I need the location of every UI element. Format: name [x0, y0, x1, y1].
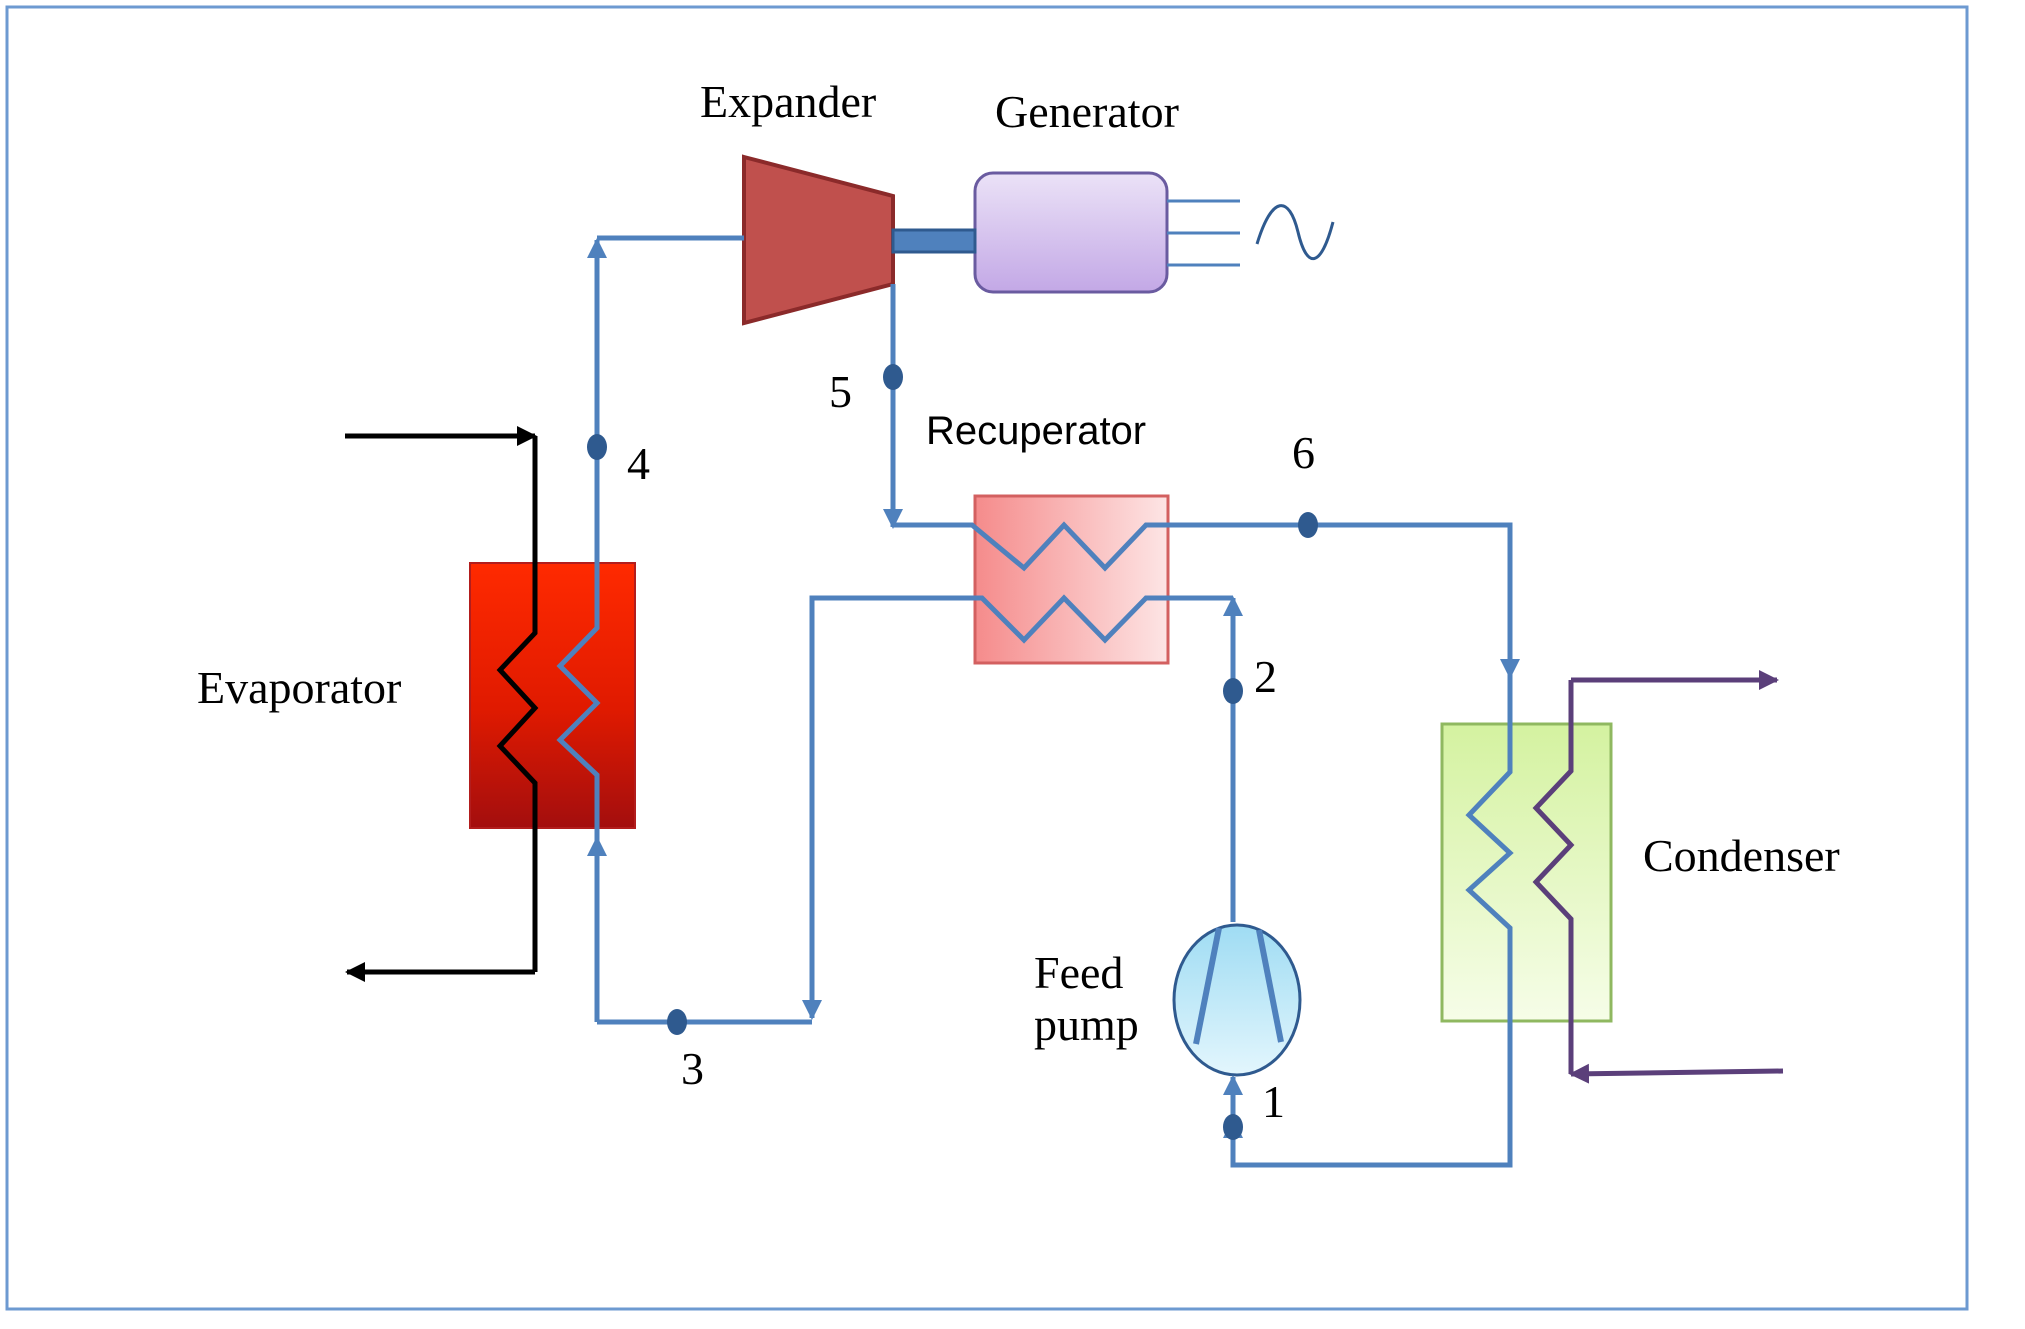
ac-output-icon — [1255, 204, 1335, 261]
hot-source-coil — [496, 436, 539, 972]
state-point-label-6: 6 — [1292, 427, 1315, 478]
pipe-6-to-condenser — [1168, 522, 1520, 679]
state-point-label-4: 4 — [627, 438, 650, 489]
coolant-coil — [1532, 680, 1575, 1074]
generator-block — [973, 171, 1169, 294]
state-point-marker-1 — [1223, 1114, 1243, 1140]
evaporator-block — [469, 562, 636, 829]
evaporator-working-coil — [556, 238, 607, 838]
state-point-marker-3 — [667, 1009, 687, 1035]
state-point-marker-6 — [1298, 512, 1318, 538]
diagram-frame — [5, 5, 1969, 1311]
label-generator: Generator — [995, 86, 1179, 137]
state-point-marker-2 — [1223, 678, 1243, 704]
condenser-working-coil — [1223, 677, 1514, 1168]
label-recuperator: Recuperator — [926, 409, 1146, 453]
state-point-marker-4 — [587, 434, 607, 460]
state-point-marker-5 — [883, 364, 903, 390]
expander-shaft — [891, 228, 977, 254]
label-feed-pump-line1: Feed — [1034, 947, 1123, 998]
label-condenser: Condenser — [1643, 830, 1840, 881]
label-evaporator: Evaporator — [197, 662, 401, 713]
coolant-inlet — [1569, 1063, 1784, 1084]
label-feed-pump-line2: pump — [1034, 999, 1139, 1050]
condenser-block — [1440, 722, 1613, 1023]
state-point-label-5: 5 — [829, 366, 852, 417]
recuperator-hot-coil — [893, 521, 1168, 572]
recuperator-cold-coil — [802, 594, 1233, 1020]
feed-pump — [1172, 923, 1302, 1077]
state-point-label-3: 3 — [681, 1043, 704, 1094]
state-point-label-2: 2 — [1254, 651, 1277, 702]
state-point-label-1: 1 — [1262, 1076, 1285, 1127]
expander-block — [742, 154, 895, 326]
label-expander: Expander — [700, 76, 876, 127]
feed-pump-casing — [1172, 923, 1302, 1077]
recuperator-block — [973, 494, 1170, 665]
